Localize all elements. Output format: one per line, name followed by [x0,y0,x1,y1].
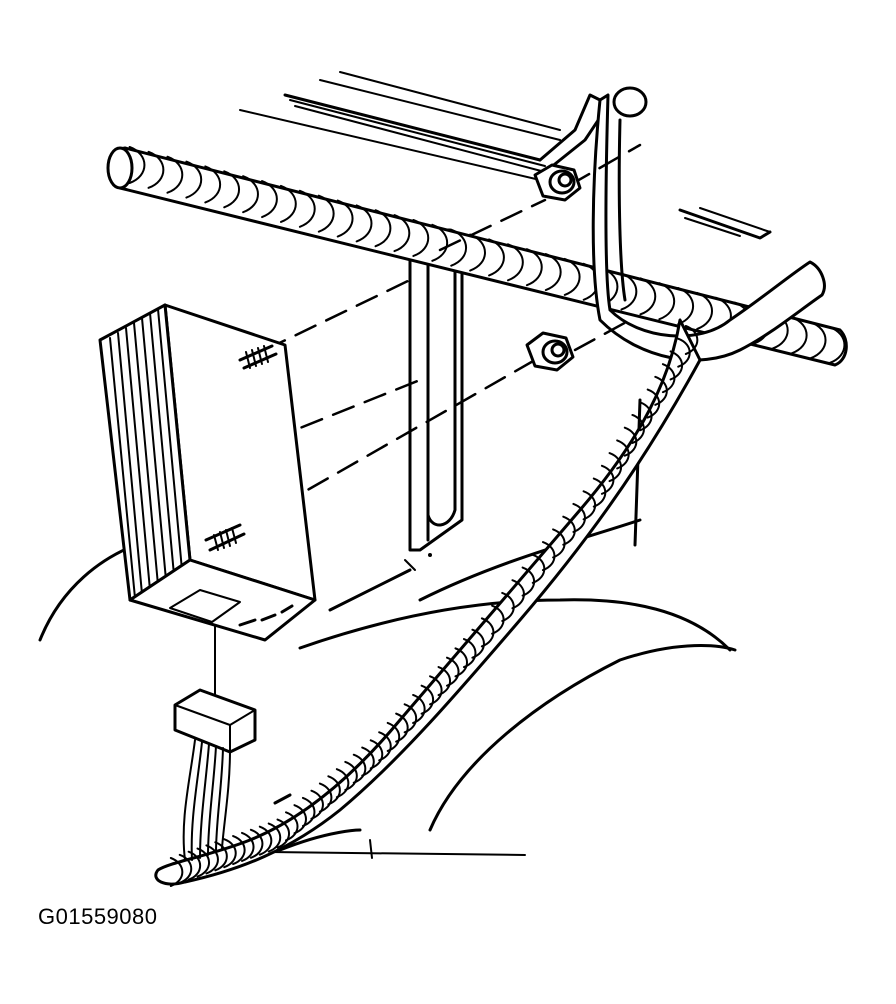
coil-wrap-ring [336,199,354,238]
coil-wrap-ring [310,789,324,820]
coil-wrap-ring [335,768,350,799]
coil-wrap-ring [355,204,373,243]
coil-wrap-ring [344,760,358,791]
coil-wrap-ring [563,257,581,296]
vehicle-body-outline [38,398,737,859]
lower-nut [525,331,575,372]
coil-wrap-ring [293,804,307,835]
coil-wrap-ring [242,175,259,214]
coil-wrap-ring [223,170,241,209]
coil-wrap-ring [828,326,846,364]
coil-wrap-ring [639,277,657,316]
coil-wrap-ring [185,160,203,199]
coil-wrap-ring [491,604,505,635]
coil-wrap-ring [592,477,607,508]
coil-wrap-ring [223,838,237,869]
coil-wrap-ring [412,218,430,257]
coil-wrap-ring [169,857,184,887]
coil-wrap-ring [374,209,392,248]
dash-frame-lines [239,71,772,240]
vertical-support-tube [591,86,826,362]
coil-wrap-ring [267,822,282,853]
lower-stud [204,523,246,552]
coil-wrap-ring [279,184,297,223]
coil-wrap-ring [506,243,524,282]
coil-wrap-ring [249,828,264,859]
coil-wrap-ring [352,753,367,784]
coil-wrap-ring [369,739,384,770]
coil-wrap-ring [790,316,808,355]
coil-wrap-ring [276,818,291,849]
coil-wrap-ring [562,515,576,546]
coil-wrap-ring [393,214,411,253]
upper-nut [533,163,582,202]
figure-id-label: G01559080 [38,904,158,929]
coil-wrap-ring [361,746,375,777]
coil-wrap-ring [431,223,449,262]
coil-wrap-ring [317,194,335,233]
coil-wrap-ring [582,490,597,521]
coil-wrap-ring [204,165,222,204]
coil-wrap-ring [501,591,515,622]
coil-wrap-ring [327,775,341,806]
coil-wrap-ring [214,841,228,872]
coil-wrap-ring [261,180,278,219]
coil-wrap-ring [469,233,486,272]
coil-wrap-ring [258,825,273,856]
coil-wrap-ring [511,579,525,610]
wrapped-crossbar-tube [106,146,848,367]
coil-wrap-ring [552,528,566,559]
coil-wrap-ring [128,146,146,184]
coil-wrap-ring [525,248,543,287]
coil-wrap-ring [166,155,184,194]
coil-wrap-ring [521,566,536,597]
coil-wrap-ring [147,150,165,189]
wrapped-wiring-harness [154,318,702,887]
harness-connector [173,688,257,861]
coil-wrap-ring [318,782,333,813]
coil-wrap-ring [240,831,255,862]
coil-wrap-ring [658,282,676,321]
coil-wrap-ring [572,502,586,533]
coil-wrap-ring [544,253,562,292]
coil-wrap-ring [205,844,219,875]
coil-wrap-ring [531,553,546,584]
coil-wrap-ring [301,796,316,827]
coil-wrap-ring [232,835,246,866]
coil-wrap-ring [178,853,193,884]
coil-wrap-ring [284,811,299,842]
coil-wrap-ring [809,321,827,360]
coil-wrap-ring [450,228,468,267]
coil-wrap-ring [298,189,316,228]
coil-wrap-ring [480,617,495,648]
coil-wrap-ring [488,238,505,277]
control-module [98,303,317,642]
coil-wrap-ring [541,541,556,572]
upper-stud [238,344,278,370]
coil-wrap-ring [620,272,638,311]
coil-wrap-ring [696,291,714,330]
